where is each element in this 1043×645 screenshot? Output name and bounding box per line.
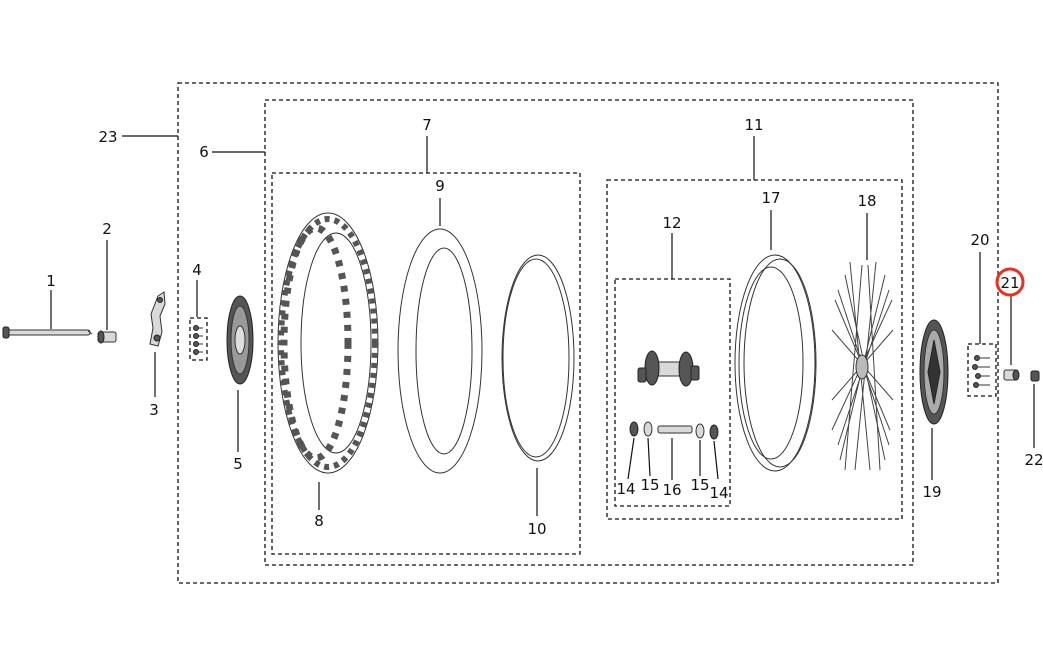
callout-4: 4 bbox=[192, 261, 202, 279]
hub-part bbox=[637, 350, 700, 387]
callout-10: 10 bbox=[527, 520, 546, 538]
callout-11: 11 bbox=[744, 116, 763, 134]
callout-15-right: 15 bbox=[690, 476, 709, 494]
rim-part bbox=[734, 254, 817, 472]
group-box-6 bbox=[264, 99, 914, 566]
callout-2: 2 bbox=[102, 220, 112, 238]
callout-17: 17 bbox=[761, 189, 780, 207]
tyre-part bbox=[277, 212, 379, 474]
callout-14-left: 14 bbox=[616, 480, 635, 498]
callout-1: 1 bbox=[46, 272, 56, 290]
callout-labels: 1 2 3 4 5 6 7 8 9 10 11 12 14 15 16 15 1… bbox=[46, 116, 1043, 538]
spokes-part bbox=[831, 261, 894, 471]
callout-8: 8 bbox=[314, 512, 324, 530]
callout-19: 19 bbox=[922, 483, 941, 501]
brake-disc-part bbox=[226, 295, 254, 385]
callout-7: 7 bbox=[422, 116, 432, 134]
group-box-20 bbox=[967, 343, 997, 397]
callout-20: 20 bbox=[970, 231, 989, 249]
callout-21: 21 bbox=[1000, 274, 1019, 292]
disc-bolts-part bbox=[193, 325, 203, 355]
callout-22: 22 bbox=[1024, 451, 1043, 469]
callout-14-right: 14 bbox=[709, 484, 728, 502]
group-box-23 bbox=[177, 82, 999, 584]
group-box-7 bbox=[271, 172, 581, 555]
callout-6: 6 bbox=[199, 143, 209, 161]
caliper-bracket-part bbox=[149, 291, 166, 347]
sprocket-part bbox=[919, 319, 949, 425]
callout-3: 3 bbox=[149, 401, 159, 419]
callout-9: 9 bbox=[435, 177, 445, 195]
callout-15-left: 15 bbox=[640, 476, 659, 494]
callout-18: 18 bbox=[857, 192, 876, 210]
inner-tube-part bbox=[397, 228, 483, 474]
callout-16: 16 bbox=[662, 481, 681, 499]
sprocket-bolts-part bbox=[972, 355, 990, 388]
group-box-4 bbox=[189, 317, 208, 361]
callout-23: 23 bbox=[98, 128, 117, 146]
callout-5: 5 bbox=[233, 455, 243, 473]
callout-12: 12 bbox=[662, 214, 681, 232]
rim-strap-part bbox=[501, 254, 575, 462]
callout-21-highlight bbox=[995, 267, 1025, 297]
axle-nut-part bbox=[1030, 370, 1040, 382]
spacer-21-part bbox=[1003, 369, 1020, 381]
leader-lines bbox=[50, 135, 1035, 516]
axle-part bbox=[2, 326, 93, 339]
bearing-set-part bbox=[629, 421, 719, 440]
spacer-part bbox=[97, 330, 117, 344]
